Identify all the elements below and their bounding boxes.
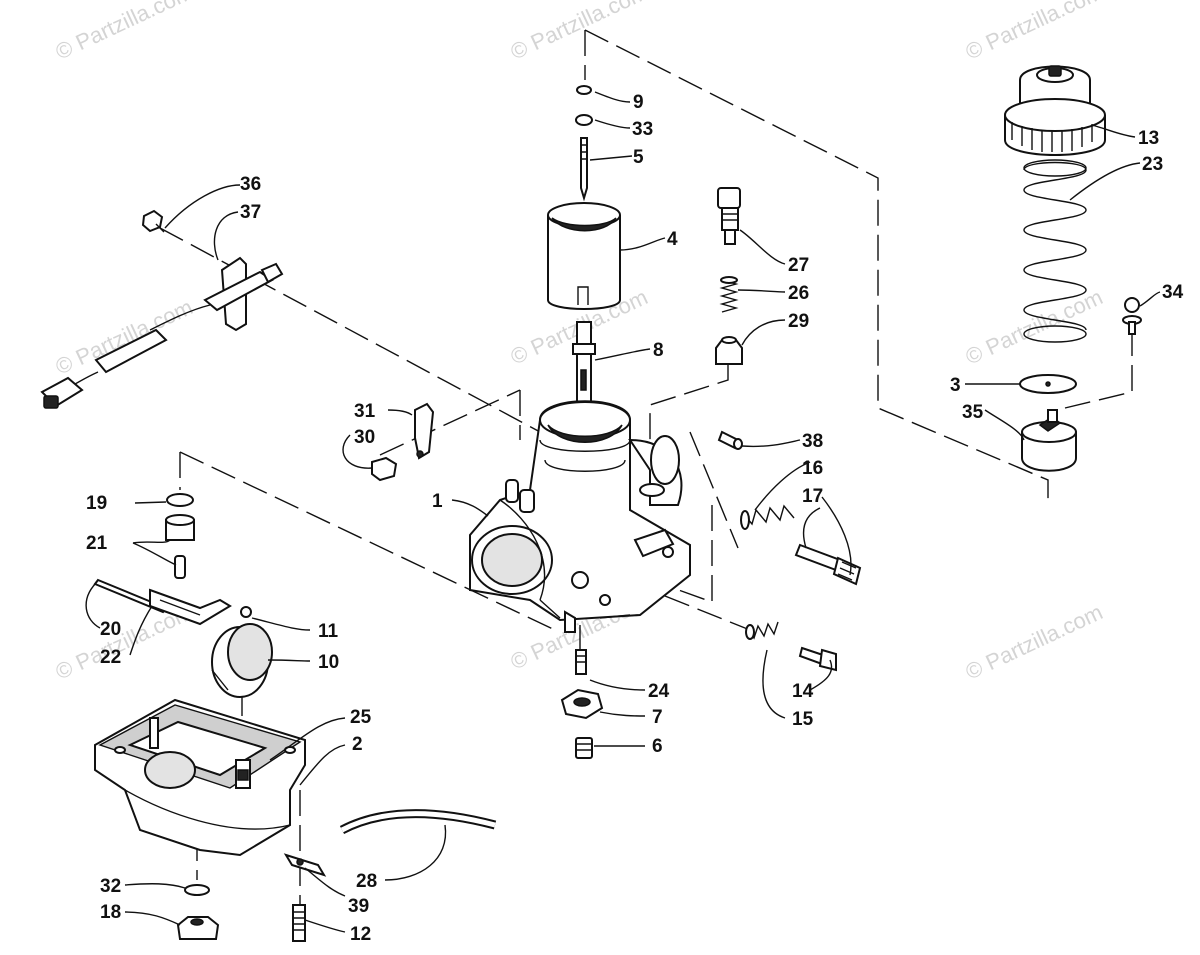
- part-32-o-ring: [184, 884, 210, 896]
- watermark: © Partzilla.com: [962, 0, 1107, 65]
- part-label-8: 8: [653, 340, 664, 361]
- part-37-throttle-switch: [40, 256, 284, 409]
- part-label-36: 36: [240, 174, 261, 195]
- part-30-screw: [371, 456, 398, 482]
- part-27-starter-plunger: [717, 187, 741, 245]
- part-label-10: 10: [318, 652, 339, 673]
- part-label-2: 2: [352, 734, 363, 755]
- part-15-spring: [745, 621, 779, 640]
- part-39-plate: [283, 853, 327, 877]
- part-label-39: 39: [348, 896, 369, 917]
- part-9-clip: [576, 85, 592, 95]
- watermark: © Partzilla.com: [962, 599, 1107, 684]
- part-label-33: 33: [632, 119, 653, 140]
- part-26-spring: [719, 276, 739, 313]
- part-33-washer: [575, 114, 593, 126]
- part-label-15: 15: [792, 709, 814, 730]
- assembly-lines: [159, 29, 1133, 905]
- part-label-27: 27: [788, 255, 809, 276]
- part-4-throttle-slide: [547, 202, 621, 310]
- part-label-23: 23: [1142, 154, 1163, 175]
- watermark: © Partzilla.com: [52, 294, 197, 379]
- part-label-31: 31: [354, 401, 376, 422]
- part-label-26: 26: [788, 283, 809, 304]
- part-22-float-arm: [149, 588, 252, 626]
- part-16-spring: [740, 504, 795, 530]
- part-label-3: 3: [950, 375, 961, 396]
- part-label-1: 1: [432, 491, 443, 512]
- part-28-vent-hose: [339, 809, 497, 835]
- part-14-pilot-screw: [798, 646, 837, 672]
- part-label-25: 25: [350, 707, 372, 728]
- part-2-float-bowl: [94, 698, 306, 857]
- part-label-32: 32: [100, 876, 121, 897]
- part-label-24: 24: [648, 681, 670, 702]
- part-label-38: 38: [802, 431, 823, 452]
- part-label-37: 37: [240, 202, 261, 223]
- watermark: © Partzilla.com: [507, 0, 652, 65]
- part-18-drain-plug: [176, 916, 220, 940]
- part-label-9: 9: [633, 92, 644, 113]
- part-label-21: 21: [86, 533, 108, 554]
- part-34-screw: [1122, 297, 1142, 335]
- part-35-needle-holder: [1021, 409, 1077, 472]
- part-label-4: 4: [667, 229, 678, 250]
- part-label-12: 12: [350, 924, 371, 945]
- part-7-nut: [560, 688, 604, 720]
- part-3-spring-plate: [1019, 374, 1077, 394]
- part-17-screw: [794, 543, 862, 586]
- part-5-jet-needle: [580, 137, 588, 202]
- part-31-bracket: [414, 402, 435, 460]
- part-label-18: 18: [100, 902, 121, 923]
- part-label-35: 35: [962, 402, 984, 423]
- part-label-7: 7: [652, 707, 663, 728]
- part-label-17: 17: [802, 486, 823, 507]
- part-label-28: 28: [356, 871, 377, 892]
- watermark: © Partzilla.com: [52, 0, 197, 65]
- part-19-washer: [166, 493, 194, 507]
- part-24-jet: [575, 649, 587, 675]
- part-21-needle-valve: [165, 514, 195, 579]
- part-38-pin: [717, 430, 743, 450]
- part-label-19: 19: [86, 493, 107, 514]
- part-label-20: 20: [100, 619, 121, 640]
- part-12-bolt: [292, 904, 306, 942]
- part-13-carb-cap: [1004, 65, 1106, 156]
- part-label-14: 14: [792, 681, 814, 702]
- part-label-29: 29: [788, 311, 809, 332]
- leader-lines: [85, 91, 1161, 933]
- part-6-main-jet: [575, 737, 593, 759]
- part-label-6: 6: [652, 736, 663, 757]
- part-label-30: 30: [354, 427, 375, 448]
- part-29-plunger-tip: [715, 336, 743, 365]
- part-labels: 36 37 9 33 5 4 8 27 26 29 13 23 34 3 35 …: [86, 92, 1184, 945]
- part-label-11: 11: [318, 621, 339, 642]
- part-label-22: 22: [100, 647, 121, 668]
- part-label-5: 5: [633, 147, 644, 168]
- part-20-float-pin: [93, 578, 168, 614]
- part-label-34: 34: [1162, 282, 1184, 303]
- part-23-return-spring: [1023, 159, 1087, 343]
- part-8-needle-jet: [572, 321, 596, 407]
- part-10-float: [211, 623, 273, 698]
- part-label-16: 16: [802, 458, 823, 479]
- part-36-bolt: [141, 209, 165, 233]
- part-label-13: 13: [1138, 128, 1159, 149]
- part-1-carburetor-body: [469, 400, 691, 633]
